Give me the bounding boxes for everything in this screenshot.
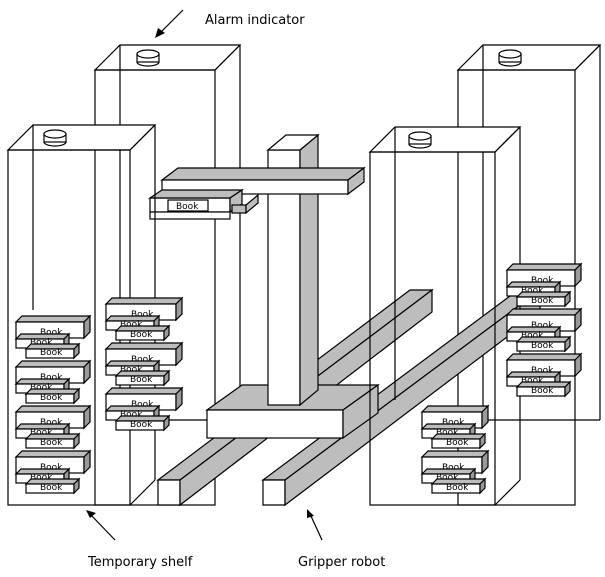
book-label: Book: [531, 341, 554, 351]
book-label: Book: [40, 348, 63, 358]
book-right-back-small: Book: [517, 382, 570, 396]
arrow-head-icon: [86, 510, 96, 518]
book-label: Book: [40, 438, 63, 448]
book-right-back-small: Book: [517, 292, 570, 306]
gripper-robot-callout: Gripper robot: [298, 509, 385, 570]
book-left-back-small: Book: [116, 371, 169, 385]
gripper-robot: [150, 135, 378, 438]
book-left-back-small: Book: [116, 326, 169, 340]
book-left-front-small: Book: [26, 389, 79, 403]
temporary-shelf-callout: Temporary shelf: [86, 510, 193, 570]
alarm-light-back-right: [499, 50, 521, 66]
alarm-light-back-left: [137, 50, 159, 66]
book-label: Book: [130, 330, 153, 340]
book-right-front-small: Book: [432, 434, 485, 448]
alarm-light-front-left: [44, 130, 66, 146]
alarm-indicator-callout: Alarm indicator: [155, 10, 305, 38]
gripper-robot-label: Gripper robot: [298, 555, 385, 570]
temporary-shelf-label: Temporary shelf: [87, 555, 193, 570]
book-left-front-small: Book: [26, 479, 79, 493]
book-left-front-small: Book: [26, 434, 79, 448]
book-label: Book: [446, 483, 469, 493]
book-right-back-small: Book: [517, 337, 570, 351]
gripped-book: Book: [168, 200, 208, 212]
book-left-front-small: Book: [26, 344, 79, 358]
book-label: Book: [40, 483, 63, 493]
book-label: Book: [446, 438, 469, 448]
book-left-back-small: Book: [116, 416, 169, 430]
book-label: Book: [130, 375, 153, 385]
book-label: Book: [130, 420, 153, 430]
alarm-light-front-right: [409, 132, 431, 148]
gripped-book-label: Book: [176, 202, 199, 212]
book-label: Book: [531, 296, 554, 306]
book-right-front-small: Book: [432, 479, 485, 493]
book-label: Book: [531, 386, 554, 396]
alarm-indicator-label: Alarm indicator: [205, 13, 305, 28]
arrow-head-icon: [307, 509, 314, 518]
book-label: Book: [40, 393, 63, 403]
